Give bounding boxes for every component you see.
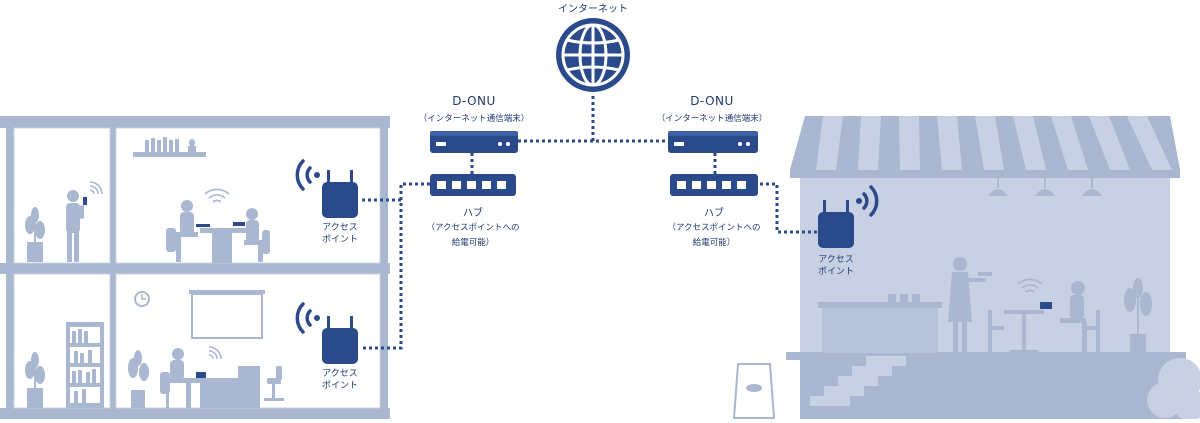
plant-lower-room	[128, 350, 149, 408]
desk-worker-figure	[160, 348, 260, 408]
cafe-table-customer	[988, 281, 1100, 353]
hub-left-title: ハブ	[463, 208, 483, 219]
ap-home-upper-label-2: ポイント	[321, 235, 358, 245]
globe-icon	[556, 18, 630, 92]
whiteboard	[189, 290, 265, 339]
hub-left-desc2: 給電可能）	[451, 238, 495, 248]
menu-sign-board	[732, 363, 776, 419]
hub-left-desc1: （アクセスポイントへの	[426, 223, 520, 233]
pendant-lamps	[988, 178, 1102, 196]
onu-right-title: D-ONU	[690, 94, 734, 108]
onu-device-left	[430, 131, 518, 153]
plant-upper-left	[25, 207, 45, 262]
ap-shop-label-1: アクセス	[818, 255, 854, 265]
hub-right-title: ハブ	[704, 208, 724, 219]
bookshelf-upper	[133, 137, 206, 157]
access-point-shop	[818, 185, 879, 248]
cafe-counter	[818, 294, 942, 353]
waitress-figure	[948, 257, 992, 352]
bush-right	[1147, 358, 1200, 421]
meeting-wifi-icon	[204, 188, 230, 203]
onu-left-subtitle: （インターネット通信端末）	[418, 114, 530, 124]
phone-wifi-icon	[89, 181, 103, 195]
wall-clock	[134, 291, 150, 307]
onu-right-subtitle: （インターネット通信端末）	[656, 114, 768, 124]
cafe-building	[786, 116, 1190, 419]
onu-left-title: D-ONU	[452, 94, 496, 108]
ap-home-lower-label-2: ポイント	[321, 381, 358, 391]
hub-right-desc2: 給電可能）	[692, 238, 736, 248]
bookshelf-lower	[66, 322, 104, 408]
cafe-plant	[1124, 278, 1152, 353]
ap-home-lower-label-1: アクセス	[322, 369, 358, 379]
person-phone-figure	[66, 190, 87, 262]
ap-home-upper-label-1: アクセス	[322, 223, 358, 233]
hub-right-desc1: （アクセスポイントへの	[667, 223, 761, 233]
access-point-home-upper	[295, 159, 358, 218]
internet-label: インターネット	[558, 4, 628, 15]
hub-device-right	[670, 174, 758, 196]
ap-shop-label-2: ポイント	[817, 267, 854, 277]
office-building	[0, 116, 390, 419]
desk-wifi-icon	[208, 346, 222, 360]
onu-device-right	[668, 131, 758, 153]
office-chair	[264, 366, 284, 401]
plant-lower-left	[25, 352, 45, 408]
access-point-home-lower	[295, 302, 358, 364]
hub-device-left	[430, 174, 516, 196]
connection-lines	[362, 96, 817, 350]
meeting-table-figures	[166, 200, 270, 263]
cafe-wifi-icon	[1017, 278, 1043, 293]
